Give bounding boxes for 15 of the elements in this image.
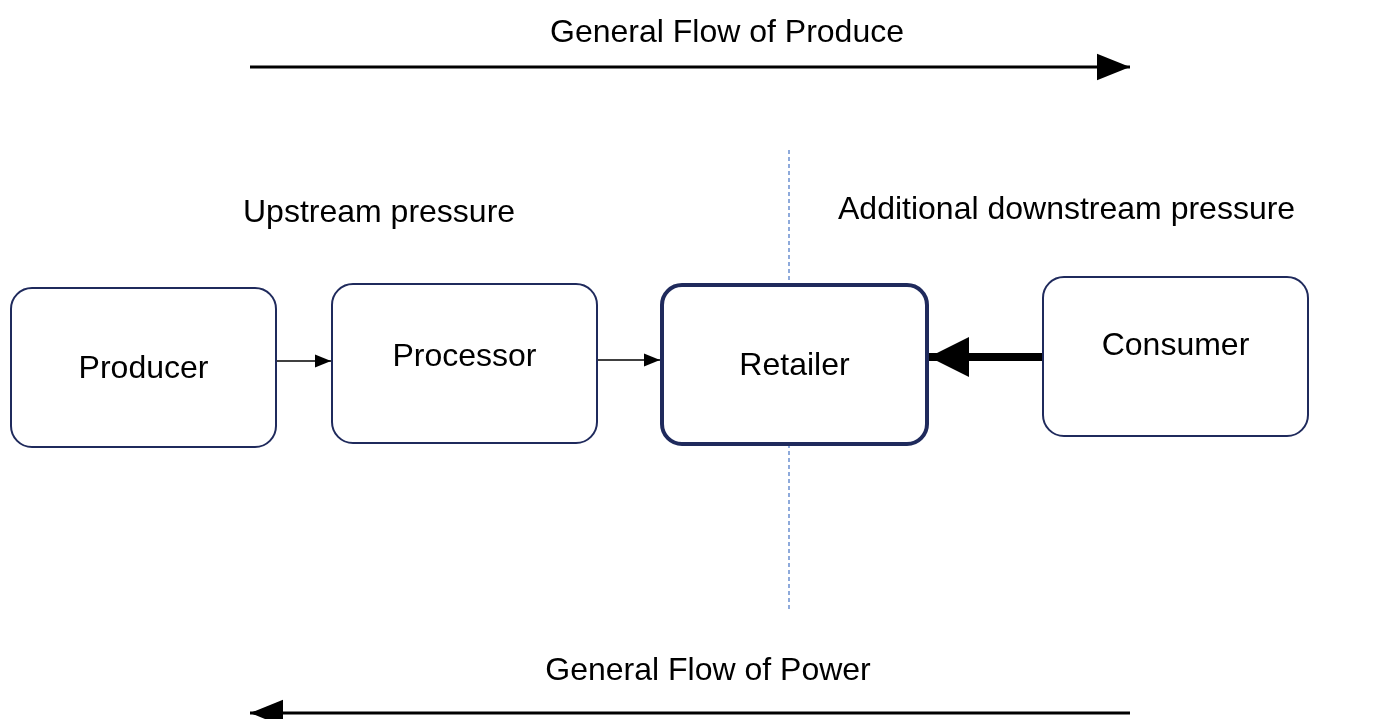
- annotation-text: General Flow of Power: [545, 651, 871, 688]
- process-box: [660, 283, 929, 446]
- node-label: Producer: [78, 349, 209, 386]
- arrow: [276, 354, 332, 368]
- arrow: [929, 337, 1042, 377]
- process-box: [331, 283, 598, 444]
- annotation-text: General Flow of Produce: [550, 13, 904, 50]
- process-box: [1042, 276, 1309, 437]
- arrow: [597, 353, 661, 367]
- annotation-text: Additional downstream pressure: [838, 190, 1296, 227]
- annotation-text: Upstream pressure: [243, 193, 516, 230]
- node-label: Processor: [392, 337, 537, 374]
- node-label: Retailer: [739, 346, 850, 383]
- node-label: Consumer: [1101, 326, 1250, 363]
- process-box: [10, 287, 277, 448]
